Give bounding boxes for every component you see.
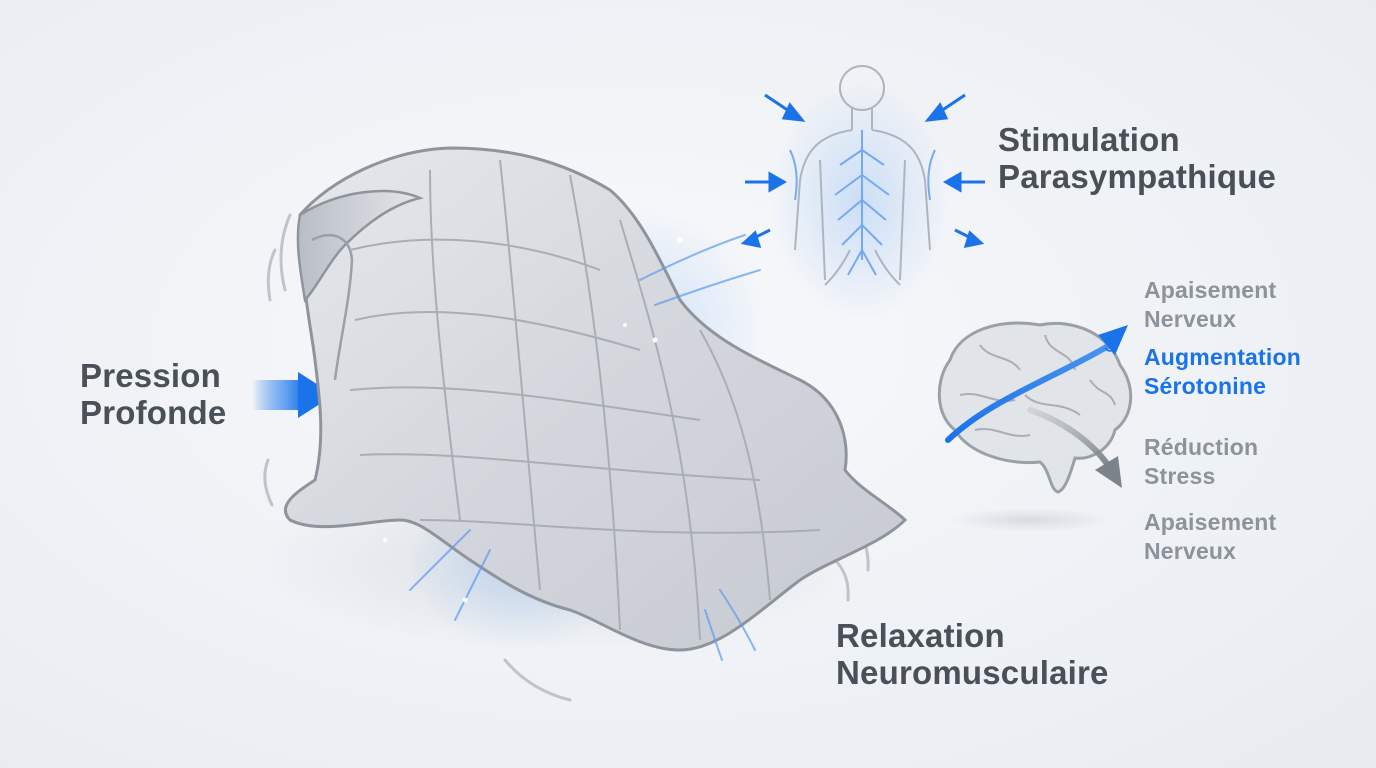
- label-stimulation-parasympathique: Stimulation Parasympathique: [998, 121, 1277, 196]
- effect-reduction-stress: Réduction Stress: [1144, 433, 1258, 491]
- effect-line: Réduction: [1144, 434, 1259, 460]
- effect-apaisement-nerveux-2: Apaisement Nerveux: [1144, 508, 1276, 566]
- effect-apaisement-nerveux: Apaisement Nerveux: [1144, 276, 1276, 334]
- arrow-right-icon: [252, 372, 334, 418]
- label-relaxation-neuromusculaire: Relaxation Neuromusculaire: [836, 617, 1109, 692]
- effect-line: Sérotonine: [1144, 372, 1267, 399]
- effect-line: Nerveux: [1144, 305, 1237, 332]
- effect-line: Augmentation: [1144, 344, 1301, 370]
- label-line: Pression: [80, 357, 221, 394]
- label-pression-profonde: Pression Profonde: [80, 357, 227, 432]
- effect-line: Stress: [1144, 462, 1216, 489]
- label-line: Neuromusculaire: [836, 653, 1109, 691]
- effect-line: Apaisement: [1144, 509, 1277, 535]
- label-line: Parasympathique: [998, 157, 1277, 195]
- effect-augmentation-serotonine: Augmentation Sérotonine: [1144, 343, 1301, 401]
- label-line: Relaxation: [836, 617, 1005, 654]
- weighted-blanket-icon: [260, 146, 908, 702]
- effect-line: Apaisement: [1144, 277, 1277, 303]
- nervous-system-icon: [740, 65, 985, 320]
- label-line: Stimulation: [998, 121, 1180, 158]
- label-line: Profonde: [80, 393, 227, 431]
- effect-line: Nerveux: [1144, 537, 1237, 564]
- brain-icon: [937, 321, 1133, 532]
